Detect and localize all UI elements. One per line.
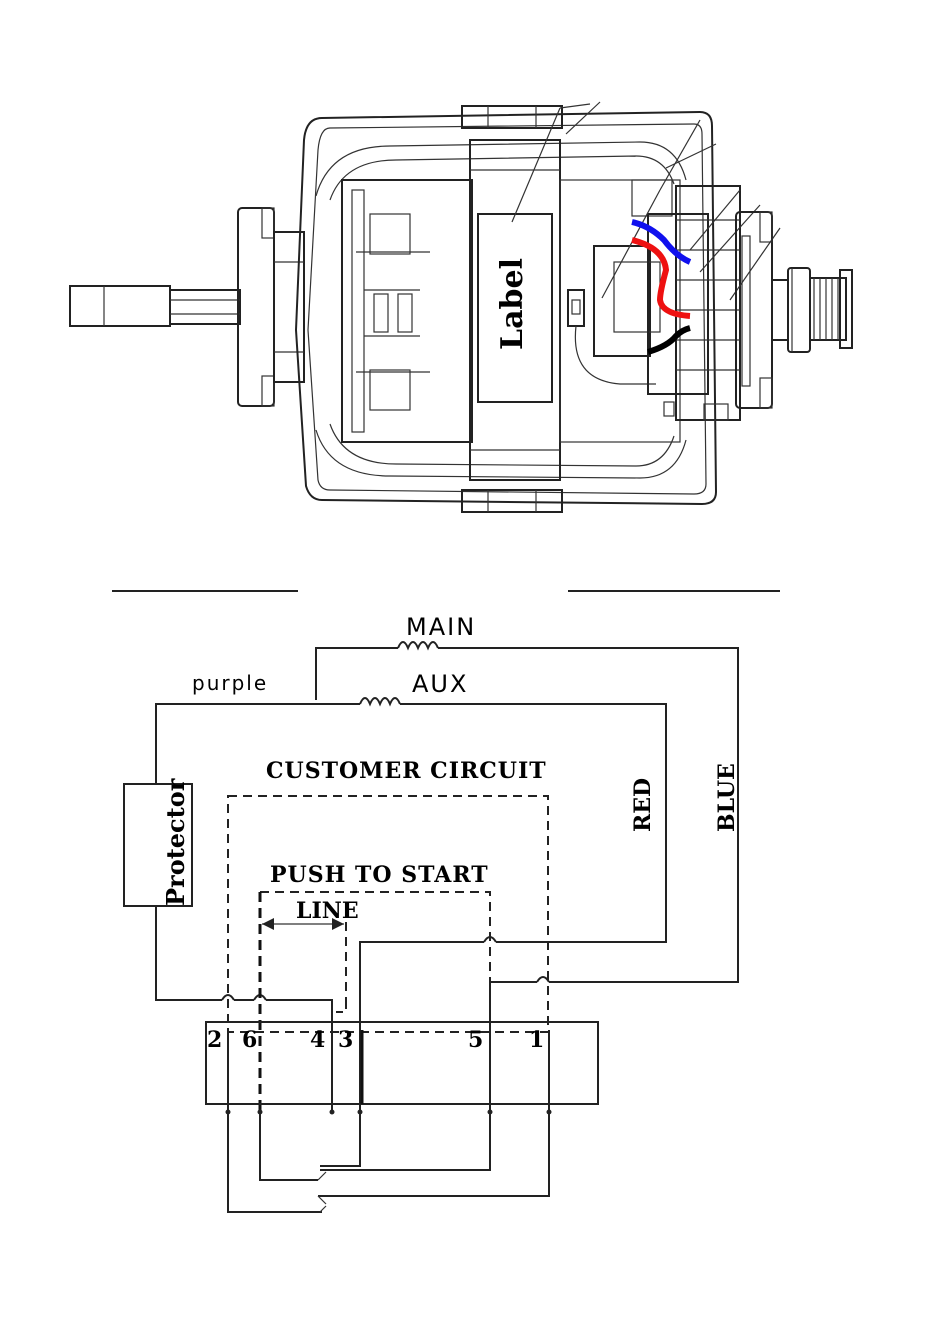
stator: Label: [342, 102, 600, 480]
main-winding: [316, 642, 738, 982]
push-to-start-box: [260, 892, 490, 1012]
right-end-bell: [736, 212, 852, 408]
terminal-4: 4: [310, 1027, 325, 1053]
motor-shaft: [70, 286, 240, 326]
terminal-block: [560, 120, 780, 442]
terminal-6: 6: [242, 1027, 257, 1053]
reversing-switch-wiring: [228, 1112, 549, 1212]
line-label: LINE: [296, 898, 359, 924]
left-end-bell: [238, 208, 304, 406]
push-to-start-label: PUSH TO START: [270, 862, 489, 888]
line-indicator: LINE: [262, 898, 359, 930]
protector-label: Protector: [161, 778, 190, 906]
terminal-2: 2: [207, 1027, 222, 1053]
wiring-schematic: MAIN AUX purple CUSTOMER CIRCUIT RED BLU…: [124, 613, 740, 1212]
customer-circuit-label: CUSTOMER CIRCUIT: [266, 758, 547, 784]
terminal-3: 3: [338, 1027, 353, 1053]
aux-label: AUX: [412, 670, 468, 698]
terminal-5: 5: [468, 1027, 483, 1053]
red-wire: [632, 240, 690, 316]
label-text: Label: [495, 258, 530, 350]
customer-circuit-box: [228, 796, 548, 1032]
terminal-1: 1: [529, 1027, 544, 1053]
terminal-pins: [226, 982, 552, 1115]
blue-label: BLUE: [714, 763, 740, 832]
main-label: MAIN: [406, 613, 476, 641]
motor-drawing: Label: [70, 102, 852, 512]
pulley: [810, 270, 852, 348]
purple-label: purple: [192, 671, 268, 695]
red-label: RED: [630, 778, 656, 832]
